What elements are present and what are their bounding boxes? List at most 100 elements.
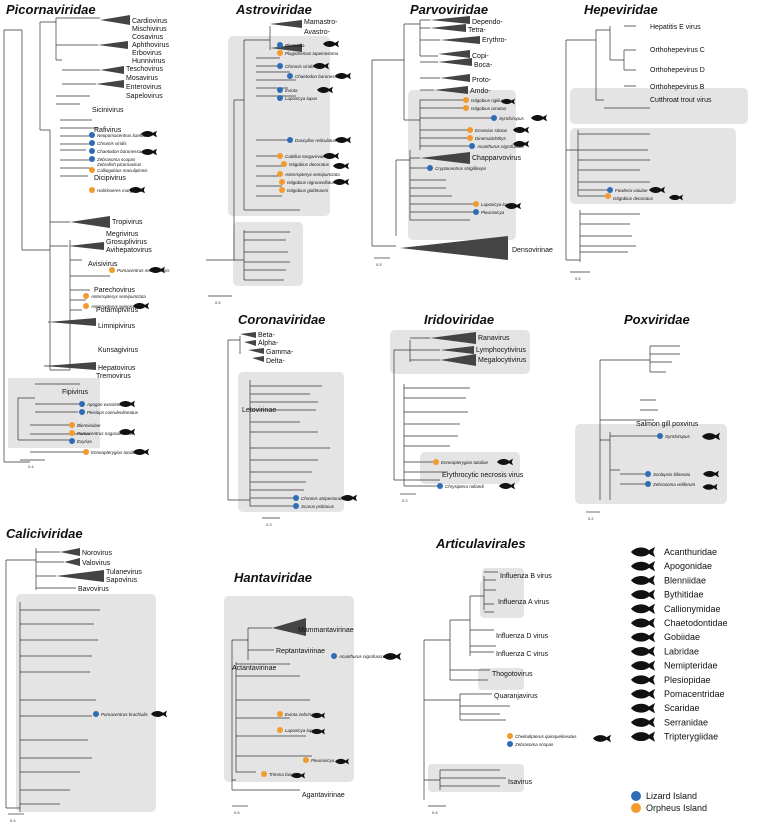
scale-bar-label: 0.4 — [28, 464, 34, 469]
species-label: Pomacentrus brachialis — [101, 712, 149, 717]
parvoviridae-title: Parvoviridae — [410, 2, 488, 17]
genus-label: Alpha- — [258, 340, 279, 347]
species-label: Pomacentrus nagasakiensis — [77, 431, 134, 436]
species-label: Pomacentrus moluccensis — [117, 268, 170, 273]
panel-picornaviridae: Picornaviridae Cardiovirus Mischivirus C… — [3, 2, 170, 469]
scale-bar-label: 0.2 — [588, 516, 594, 521]
panel-hepeviridae: Hepeviridae Hepatitis E virus Orthohepev… — [565, 2, 748, 281]
genus-label: Densovirinae — [512, 247, 553, 254]
species-label: Asterropteryx semipunctata — [284, 172, 340, 177]
species-label: Asterropteryx spinosa — [90, 304, 135, 309]
genus-label: Orthohepevirus D — [650, 67, 705, 74]
species-label: Scarus psittacus — [301, 504, 335, 509]
legend-fish-icon — [631, 575, 655, 586]
legend-fish-icon — [631, 561, 655, 572]
thogotovirus-highlight — [478, 668, 524, 690]
legend-family-label: Serranidae — [664, 717, 708, 727]
poxviridae-title: Poxviridae — [624, 312, 690, 327]
genus-label: Hepatovirus — [98, 365, 136, 372]
genus-label: Orthohepevirus C — [650, 47, 705, 54]
hantaviridae-highlight — [224, 596, 354, 782]
species-label: Plesiops coeruleolineatus — [87, 410, 139, 415]
genus-label: Valovirus — [82, 560, 111, 567]
genus-label: Chapparvovirus — [472, 155, 522, 162]
genus-label: Potamipivirus — [96, 307, 139, 314]
scale-bar-label: 0.6 — [234, 810, 240, 815]
genus-label: Erythrocytic necrosis virus — [442, 472, 524, 479]
hepeviridae-highlight-2 — [570, 128, 736, 204]
legend-fish-icon — [631, 617, 655, 629]
articulavirales-title: Articulavirales — [435, 536, 526, 551]
genus-label: Orthohepevirus B — [650, 84, 705, 91]
genus-label: Grosuplivirus — [106, 239, 147, 246]
genus-label: Letovirinae — [242, 407, 276, 414]
species-label: Dascyllus reticulatus — [295, 138, 337, 143]
species-label: Fowleria vaiulae — [615, 188, 648, 193]
scale-bar-label: 0.2 — [402, 498, 408, 503]
scale-bar-label: 0.3 — [266, 522, 272, 527]
coronaviridae-title: Coronaviridae — [238, 312, 325, 327]
species-label: Plagiotremus tapeinosoma — [285, 51, 339, 56]
genus-label: Influenza A virus — [498, 599, 549, 606]
astroviridae-title: Astroviridae — [235, 2, 312, 17]
genus-label: Megalocytivirus — [478, 357, 527, 364]
genus-label: Proto- — [472, 77, 492, 84]
genus-label: Limnipivirus — [98, 323, 135, 330]
species-label: Luposicya lupus — [285, 728, 318, 733]
astroviridae-highlight-1 — [228, 36, 330, 216]
genus-label: Influenza B virus — [500, 573, 552, 580]
legend-family-label: Plesiopidae — [664, 675, 711, 685]
genus-label: Tremovirus — [96, 373, 131, 380]
panel-astroviridae: Astroviridae Mamastro- Avastro- Blenniel… — [206, 2, 351, 305]
genus-label: Boca- — [474, 62, 493, 69]
species-label: Istigobius rigilius — [471, 98, 505, 103]
species-label: Chaetodon baronessa — [97, 149, 142, 154]
species-label: Calliogobius maculipinnis — [97, 168, 148, 173]
species-label: Blennioidae — [77, 423, 101, 428]
panel-caliciviridae: Caliciviridae Norovirus Valovirus Tulane… — [5, 526, 167, 823]
species-label: Scolopsis bilineata — [653, 472, 691, 477]
species-label: Eviota zebrina — [285, 712, 314, 717]
genus-label: Avihepatovirus — [106, 247, 152, 254]
genus-label: Beta- — [258, 332, 275, 339]
iridoviridae-title: Iridoviridae — [424, 312, 494, 327]
panel-poxviridae: Poxviridae Salmon gill poxvirus Synchiro… — [575, 312, 727, 521]
genus-label: Avastro- — [304, 29, 331, 36]
legend-fish-icon — [631, 546, 655, 558]
legend-fish-icon — [631, 674, 655, 685]
genus-label: Mosavirus — [126, 75, 158, 82]
genus-label: Tulanevirus — [106, 569, 142, 576]
species-label: Zebrasoma veliferum — [652, 482, 696, 487]
genus-label: Mammantavirinae — [298, 627, 354, 634]
species-label: Chaetodon baronessa — [295, 74, 340, 79]
species-label: Acanthurus nigrofuscus — [338, 654, 387, 659]
genus-label: Dicipivirus — [94, 175, 126, 182]
genus-label: Salmon gill poxvirus — [636, 421, 699, 428]
species-label: Cryptocentrus strigilliceps — [435, 166, 487, 171]
legend-family-label: Chaetodontidae — [664, 618, 728, 628]
species-label: Synchiropus — [665, 434, 691, 439]
legend-fish-icon — [631, 646, 655, 657]
species-label: Luposicya lupus — [481, 202, 514, 207]
genus-label: Fipivirus — [62, 389, 89, 396]
species-label: Istigobius nigroocellatus — [287, 180, 336, 185]
hepeviridae-title: Hepeviridae — [584, 2, 658, 17]
species-label: Zebrasoma scopas — [514, 742, 554, 747]
genus-label: Rafivirus — [94, 127, 122, 134]
hantaviridae-title: Hantaviridae — [234, 570, 312, 585]
legend-fish-icon — [631, 703, 655, 714]
genus-label: Influenza D virus — [496, 633, 549, 640]
species-label: Zebrasoma scopas — [96, 157, 136, 162]
genus-label: Norovirus — [82, 550, 112, 557]
legend-fish-icon — [631, 717, 655, 728]
species-label: Istigobius goldmanni — [287, 188, 329, 193]
influenza-a-highlight — [480, 580, 524, 618]
genus-label: Teschovirus — [126, 66, 163, 73]
legend-family-label: Bythitidae — [664, 590, 704, 600]
scale-bar-label: 0.5 — [376, 262, 382, 267]
caliciviridae-title: Caliciviridae — [6, 526, 83, 541]
species-label: Zebrafish picornavirus — [96, 162, 142, 167]
coronaviridae-highlight — [238, 372, 344, 512]
